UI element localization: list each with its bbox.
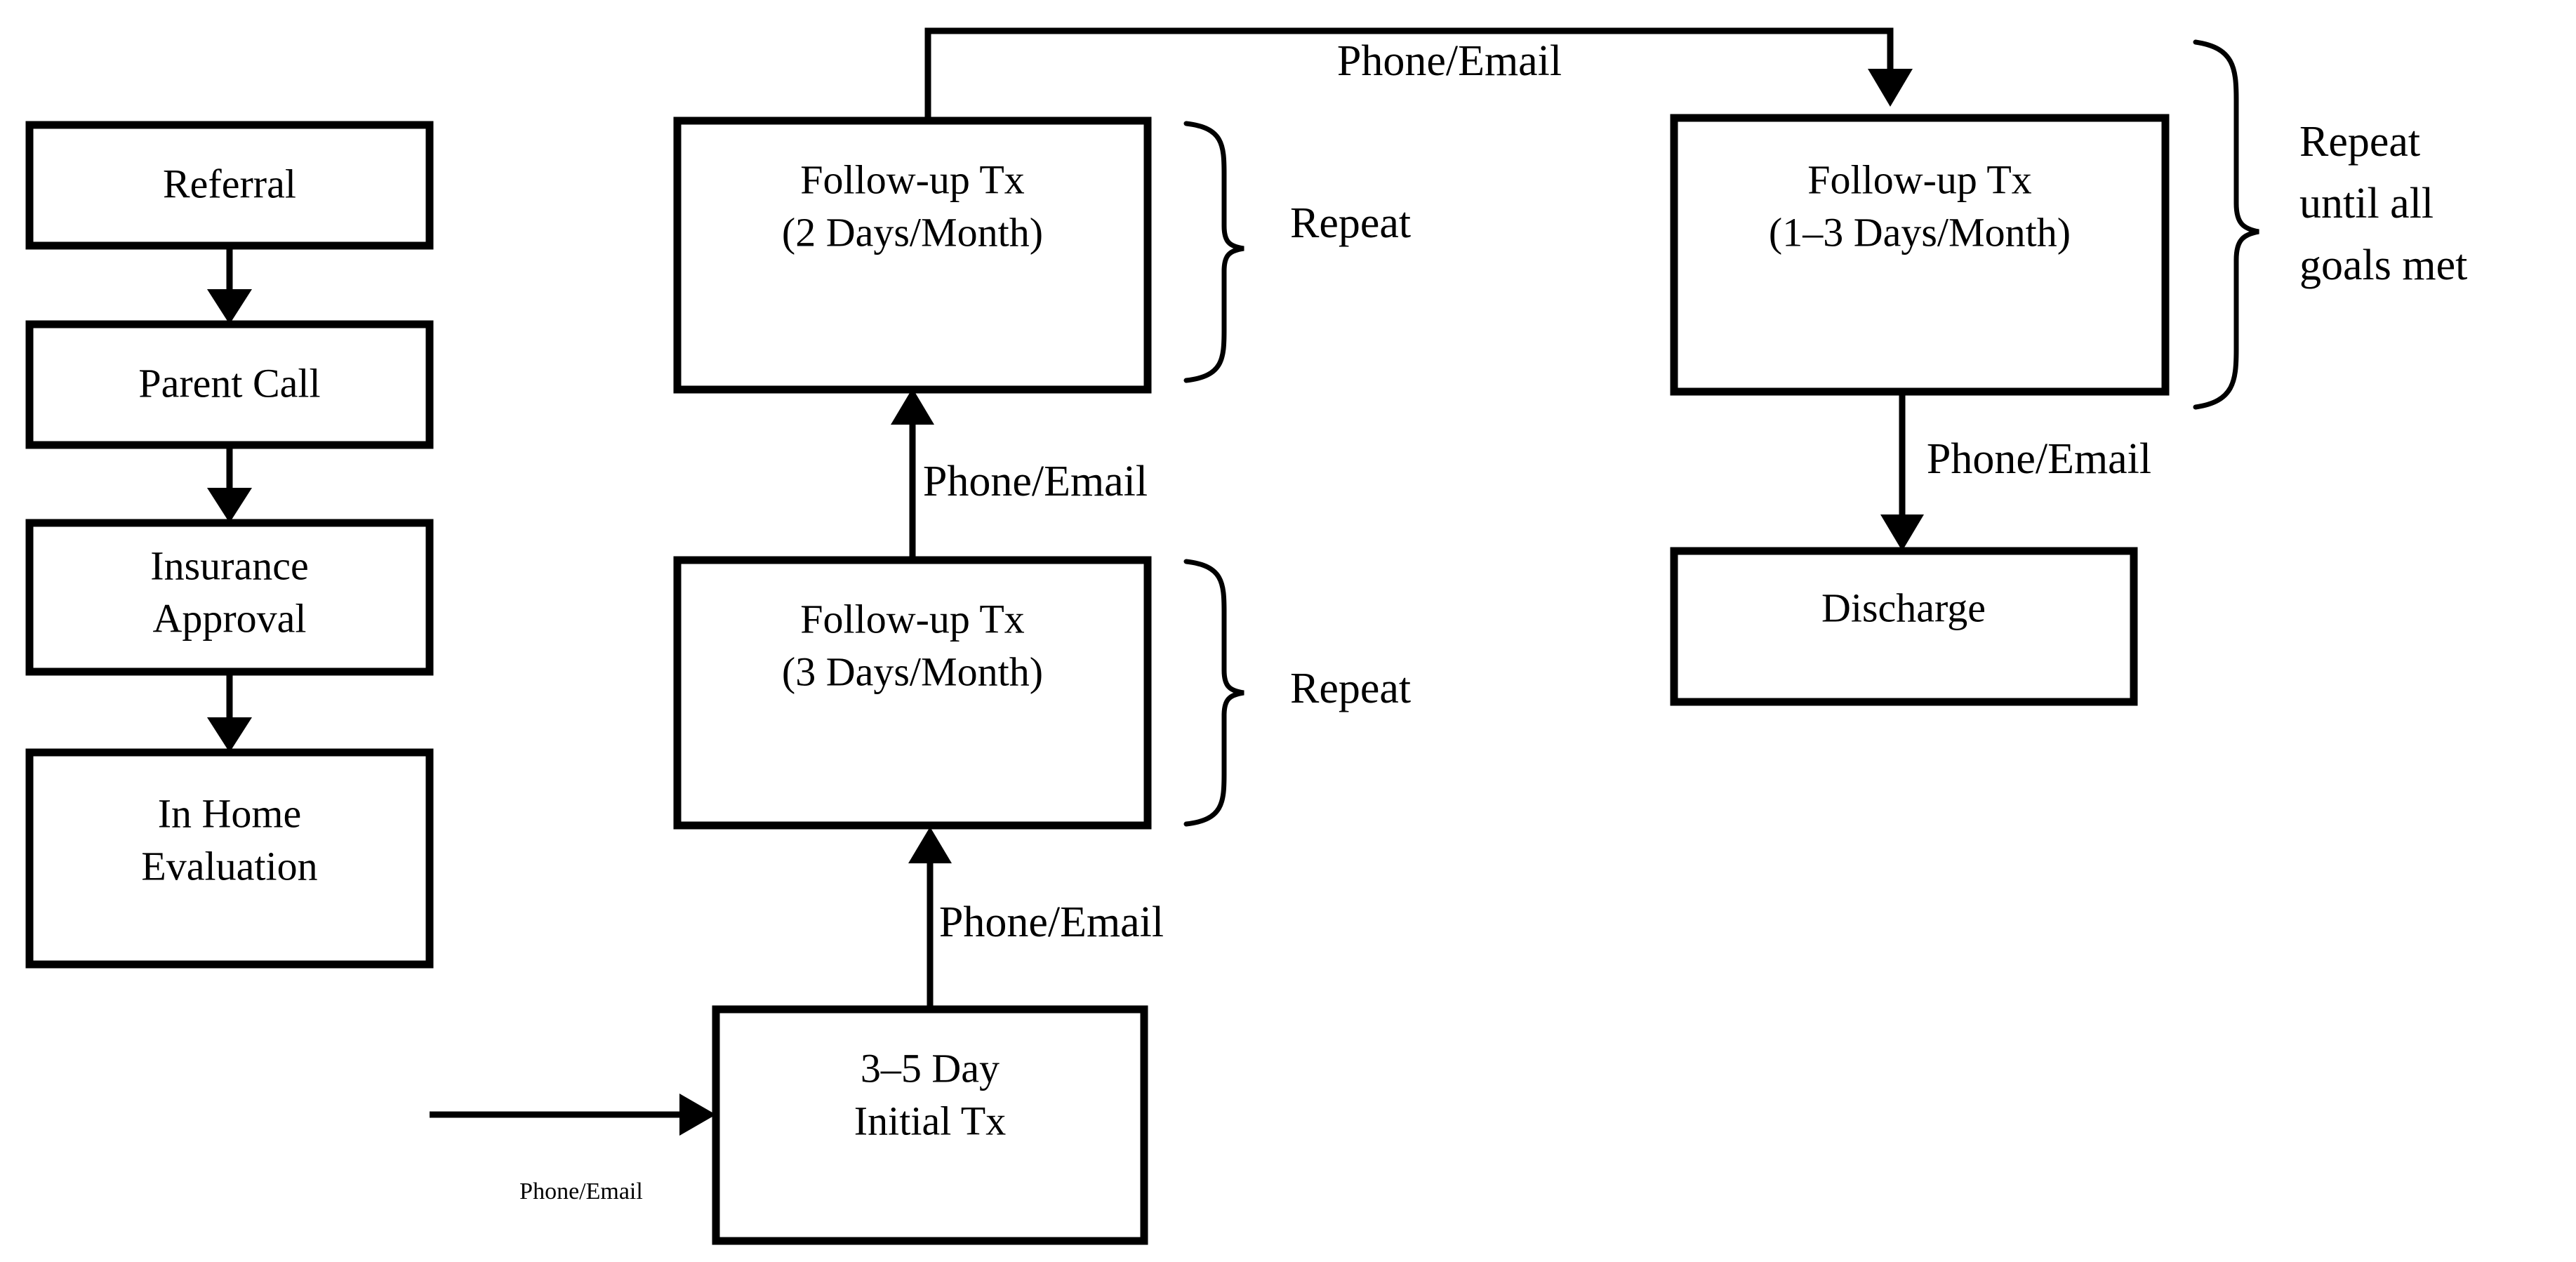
connector-followup2-to-followup13 <box>924 27 1894 121</box>
followup-2day-label-line1: Follow-up Tx <box>800 157 1025 202</box>
parent-call-label: Parent Call <box>138 360 320 406</box>
brace-followup-3day-shape <box>1183 559 1244 827</box>
in-home-evaluation-label-line1: In Home <box>158 790 302 836</box>
node-initial-tx: 3–5 Day Initial Tx <box>712 1005 1148 1245</box>
initial-tx-box <box>712 1005 1148 1245</box>
discharge-label: Discharge <box>1821 585 1986 630</box>
brace-followup-2day-shape <box>1183 121 1244 383</box>
initial-tx-label-line1: 3–5 Day <box>861 1045 1000 1091</box>
arrowhead-evaluation-to-initial-tx <box>679 1094 716 1136</box>
referral-label: Referral <box>163 161 296 206</box>
followup-2day-box <box>673 117 1152 394</box>
arrowhead-followup2-to-followup13 <box>1868 69 1913 107</box>
brace-followup-13day: Repeat until all goals met <box>2193 39 2467 410</box>
arrowhead-followup3-to-followup2 <box>891 388 934 425</box>
brace-label-followup-13day-line3: goals met <box>2299 241 2467 289</box>
followup-3day-label-line2: (3 Days/Month) <box>782 649 1043 694</box>
brace-label-followup-13day-line2: until all <box>2299 180 2434 227</box>
followup-13day-label-line1: Follow-up Tx <box>1807 157 2032 202</box>
in-home-evaluation-box <box>25 748 434 969</box>
insurance-approval-label-line2: Approval <box>152 595 306 641</box>
brace-followup-13day-shape <box>2193 39 2259 410</box>
discharge-box <box>1670 547 2138 706</box>
followup-3day-label-line1: Follow-up Tx <box>800 596 1025 642</box>
parent-call-box <box>25 320 434 449</box>
insurance-approval-label-line1: Insurance <box>150 543 308 588</box>
arrowhead-followup13-to-discharge <box>1880 514 1924 551</box>
arrowhead-parent-call-to-insurance <box>207 488 252 523</box>
insurance-approval-box <box>25 519 434 676</box>
edge-label-followup3-to-followup2: Phone/Email <box>923 458 1148 505</box>
brace-followup-3day: Repeat <box>1183 559 1411 827</box>
brace-followup-2day: Repeat <box>1183 121 1411 383</box>
arrowhead-insurance-to-evaluation <box>207 717 252 752</box>
edge-label-evaluation-to-initial-tx: Phone/Email <box>519 1178 643 1204</box>
arrowhead-referral-to-parent-call <box>207 289 252 324</box>
followup-2day-label-line2: (2 Days/Month) <box>782 209 1043 255</box>
node-followup-13day: Follow-up Tx (1–3 Days/Month) <box>1670 114 2170 396</box>
brace-label-followup-3day: Repeat <box>1290 665 1411 712</box>
node-referral: Referral <box>25 121 434 250</box>
node-discharge: Discharge <box>1670 547 2138 706</box>
node-parent-call: Parent Call <box>25 320 434 449</box>
arrowhead-initial-tx-to-followup3 <box>908 827 952 863</box>
node-insurance-approval: Insurance Approval <box>25 519 434 676</box>
node-followup-3day: Follow-up Tx (3 Days/Month) <box>673 556 1152 830</box>
followup-13day-box <box>1670 114 2170 396</box>
brace-label-followup-13day-line1: Repeat <box>2299 118 2420 166</box>
node-followup-2day: Follow-up Tx (2 Days/Month) <box>673 117 1152 394</box>
followup-13day-label-line2: (1–3 Days/Month) <box>1769 209 2071 255</box>
initial-tx-label-line2: Initial Tx <box>854 1098 1006 1143</box>
edge-label-followup13-to-discharge: Phone/Email <box>1927 435 2151 483</box>
edge-label-initial-tx-to-followup3: Phone/Email <box>939 898 1164 946</box>
node-in-home-evaluation: In Home Evaluation <box>25 748 434 969</box>
brace-label-followup-2day: Repeat <box>1290 199 1411 247</box>
in-home-evaluation-label-line2: Evaluation <box>141 843 317 889</box>
edge-label-followup2-to-followup13: Phone/Email <box>1337 37 1562 85</box>
